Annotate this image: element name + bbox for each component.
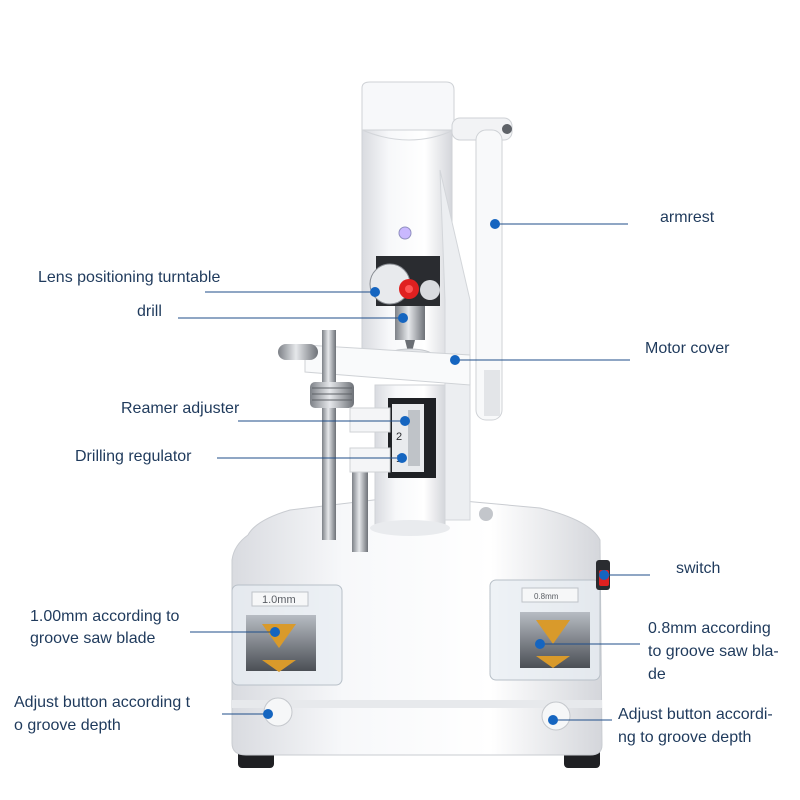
label-right-adjust-line1: Adjust button accordi- (618, 706, 773, 723)
column (361, 81, 471, 536)
label-right-blade-line3: de (648, 666, 666, 683)
turntable-window (369, 226, 440, 306)
label-reamer-adjuster: Reamer adjuster (121, 400, 240, 417)
label-right-adjust-line2: ng to groove depth (618, 729, 752, 746)
label-lens-positioning-turntable: Lens positioning turntable (38, 269, 221, 286)
right-blade-guard: 0.8mm (489, 579, 601, 681)
label-drill: drill (137, 303, 162, 320)
label-drilling-regulator: Drilling regulator (75, 448, 192, 465)
right-blade-tag: 0.8mm (534, 592, 559, 601)
callout-markers (263, 219, 609, 725)
threaded-rods (310, 330, 493, 552)
left-blade-guard: 1.0mm (231, 584, 343, 686)
left-blade-tag: 1.0mm (262, 594, 296, 606)
scale-mark-2: 2 (396, 431, 402, 443)
label-switch: switch (676, 560, 721, 577)
label-right-blade-line1: 0.8mm according (648, 620, 771, 637)
label-left-blade-line2: groove saw blade (30, 630, 156, 647)
armrest-lever (451, 117, 513, 421)
label-right-blade-line2: to groove saw bla- (648, 643, 779, 660)
lens-platform (278, 344, 471, 386)
machine-base (231, 497, 603, 756)
label-left-blade-line1: 1.00mm according to (30, 608, 180, 625)
callout-leaders (178, 223, 650, 721)
label-left-adjust-line1: Adjust button according t (14, 694, 191, 711)
scale-window: 2 1 (388, 398, 436, 478)
label-left-adjust-line2: o groove depth (14, 717, 121, 734)
label-motor-cover: Motor cover (645, 340, 730, 357)
label-armrest: armrest (660, 209, 715, 226)
